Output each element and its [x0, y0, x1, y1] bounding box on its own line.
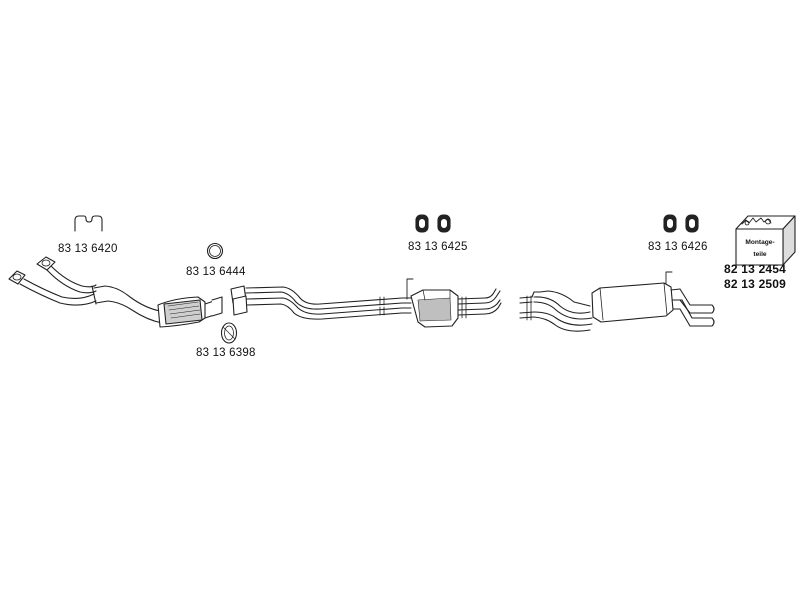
- intermediate-pipe-icon: [230, 278, 414, 320]
- part-number-clamp: 83 13 6420: [58, 243, 118, 255]
- clamp-sleeve-icon: [220, 322, 238, 344]
- rear-muffler-icon: [591, 271, 715, 327]
- center-muffler-icon: [410, 289, 459, 328]
- svg-text:Montage-: Montage-: [745, 239, 774, 246]
- part-number-rubber-mount-rear: 83 13 6426: [648, 241, 708, 253]
- mounting-kit-box-icon: [735, 215, 796, 266]
- rear-pipe-icon: [457, 288, 593, 332]
- ring-gasket-icon: [206, 242, 224, 260]
- mounting-kit-box-label: Montage- teile: [745, 239, 774, 258]
- u-clamp-icon: [74, 215, 103, 232]
- catalytic-converter-icon: [157, 296, 223, 328]
- svg-text:teile: teile: [753, 251, 767, 258]
- front-downpipe-icon: [8, 256, 163, 324]
- rubber-mount-pair-icon: [415, 214, 451, 233]
- part-number-rubber-mount-front: 83 13 6425: [408, 241, 468, 253]
- rubber-mount-pair-icon: [663, 214, 699, 233]
- part-number-seal-ring: 83 13 6444: [186, 266, 246, 278]
- part-number-mounting-kit-1: 82 13 2454: [724, 262, 787, 276]
- part-number-sleeve: 83 13 6398: [196, 347, 256, 359]
- part-number-mounting-kit-2: 82 13 2509: [724, 277, 787, 291]
